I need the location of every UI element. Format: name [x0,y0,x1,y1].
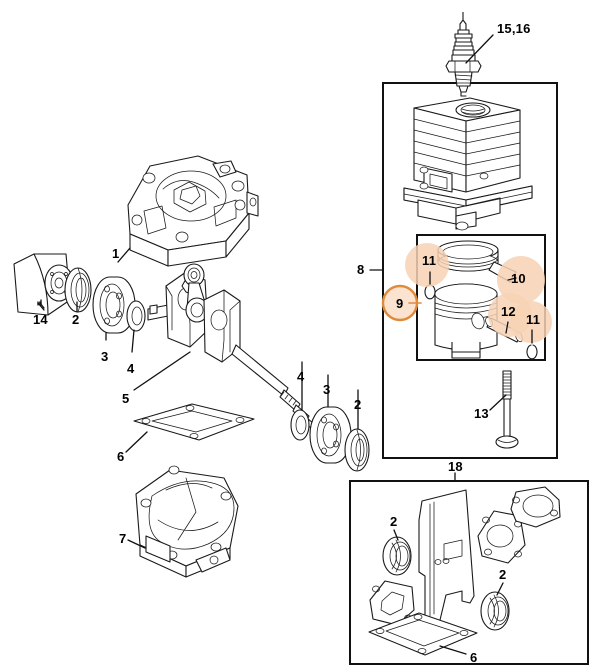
cylinder-drawing [403,97,533,231]
callout-18: 18 [448,459,463,474]
highlight-circle-11-lower [510,301,552,343]
callout-14: 14 [33,312,48,327]
callout-4-right: 4 [297,369,305,384]
highlight-circle-11-upper [405,243,449,287]
crankcase-upper-drawing [117,155,259,267]
callout-13: 13 [474,406,489,421]
callout-8: 8 [357,262,365,277]
callout-6-gasket: 6 [117,449,125,464]
oil-seal-right-drawing [344,428,370,472]
base-gasket-drawing [125,403,255,453]
circlip-lower-drawing [526,344,538,360]
box-gasket-set-outline [349,480,589,665]
callout-12: 12 [501,304,516,319]
callout-6-kit: 6 [470,650,478,665]
cylinder-bolt-drawing [495,370,519,449]
callout-3-left: 3 [101,349,109,364]
spark-plug-drawing [445,12,494,97]
oil-seal-left-drawing [64,267,92,313]
leader-14 [39,302,45,309]
callout-2-kit-upper: 2 [390,514,398,529]
gasket-set-drawing [368,486,561,656]
highlight-circle-9 [381,284,422,322]
callout-11-upper: 11 [422,253,437,268]
callout-2-kit-lower: 2 [499,567,507,582]
callout-11-lower: 11 [526,312,541,327]
crankcase-lower-drawing [127,465,239,578]
callout-7: 7 [119,531,127,546]
callout-9: 9 [396,296,404,311]
callout-15-16: 15,16 [497,21,531,36]
ball-bearing-left-drawing [92,276,136,334]
callout-5: 5 [122,391,130,406]
callout-2-left: 2 [72,312,80,327]
crankshaft-drawing [133,263,315,429]
callout-10: 10 [511,271,526,286]
circlip-upper-drawing [424,284,436,300]
callout-4-left: 4 [127,361,135,376]
highlight-circle-10 [497,256,545,304]
flywheel-drawing [13,253,74,316]
callout-3-right: 3 [323,382,331,397]
callout-2-right: 2 [354,397,362,412]
callout-1: 1 [112,246,120,261]
callout-leader-lines [37,269,533,655]
washer-left-drawing [126,300,146,332]
piston-drawing [434,283,498,359]
washer-right-drawing [290,409,310,441]
